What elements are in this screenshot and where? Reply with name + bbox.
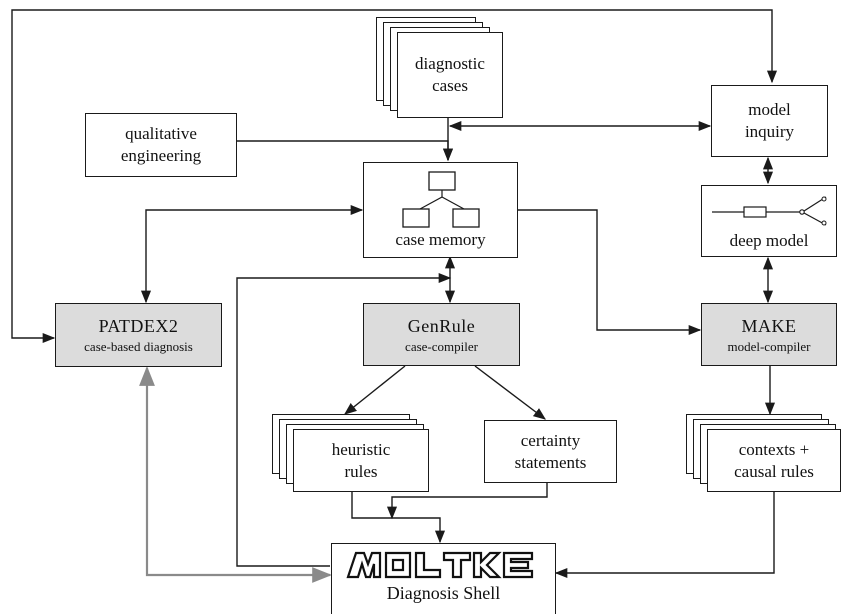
model-inquiry-box: model inquiry xyxy=(711,85,828,157)
qualitative-engineering-line-1: qualitative xyxy=(125,124,197,143)
contexts-causal-rules-line-1: contexts + xyxy=(738,439,810,459)
moltke-subtitle: Diagnosis Shell xyxy=(386,583,501,603)
case-memory-box: case memory xyxy=(363,162,518,258)
patdex2-title: PATDEX2 xyxy=(98,316,179,336)
model-inquiry-line-2: inquiry xyxy=(744,122,795,141)
patdex2-subtitle: case-based diagnosis xyxy=(84,339,193,354)
arrow-genrule-to-heuristic xyxy=(344,365,406,415)
certainty-statements-line-2: statements xyxy=(514,452,587,472)
case-memory-label: case memory xyxy=(395,230,486,249)
deep-model-label: deep model xyxy=(729,231,809,250)
arrow-contexts-to-moltke xyxy=(554,492,775,579)
contexts-causal-rules-line-2: causal rules xyxy=(734,461,814,481)
diagnostic-cases-line-2: cases xyxy=(432,76,468,95)
heuristic-rules-box: heuristic rules xyxy=(293,429,429,492)
arrow-top-loop-to-model-inquiry xyxy=(11,9,778,344)
make-box: MAKE model-compiler xyxy=(701,303,837,366)
make-title: MAKE xyxy=(741,315,797,336)
arrow-memory-to-make xyxy=(517,209,702,336)
make-subtitle: model-compiler xyxy=(727,338,811,354)
moltke-box: Diagnosis Shell xyxy=(331,543,556,614)
qualitative-engineering-line-2: engineering xyxy=(120,146,202,165)
deep-model-box: deep model xyxy=(701,185,837,257)
moltke-logo xyxy=(345,551,533,579)
arrow-heuristic-to-moltke xyxy=(351,492,446,544)
genrule-subtitle: case-compiler xyxy=(405,338,478,354)
circuit-icon xyxy=(712,196,827,226)
arrow-patdex-memory xyxy=(140,204,364,304)
genrule-title: GenRule xyxy=(407,315,476,336)
genrule-box: GenRule case-compiler xyxy=(363,303,520,366)
arrow-genrule-to-certainty xyxy=(474,365,547,420)
patdex2-box: PATDEX2 case-based diagnosis xyxy=(55,303,222,367)
arrow-certainty-to-moltke xyxy=(386,483,548,520)
model-inquiry-line-1: model xyxy=(748,100,791,119)
diagnostic-cases-line-1: diagnostic xyxy=(415,54,485,73)
diagnostic-cases-box: diagnostic cases xyxy=(397,32,503,118)
arrow-qualitative-to-memory xyxy=(237,140,454,162)
qualitative-engineering-box: qualitative engineering xyxy=(85,113,237,177)
tree-icon xyxy=(402,171,480,228)
contexts-causal-rules-box: contexts + causal rules xyxy=(707,429,841,492)
heuristic-rules-line-2: rules xyxy=(344,461,378,481)
heuristic-rules-line-1: heuristic xyxy=(331,439,391,459)
arrow-patdex-moltke-gray xyxy=(139,366,332,583)
certainty-statements-line-1: certainty xyxy=(520,430,581,450)
certainty-statements-box: certainty statements xyxy=(484,420,617,483)
